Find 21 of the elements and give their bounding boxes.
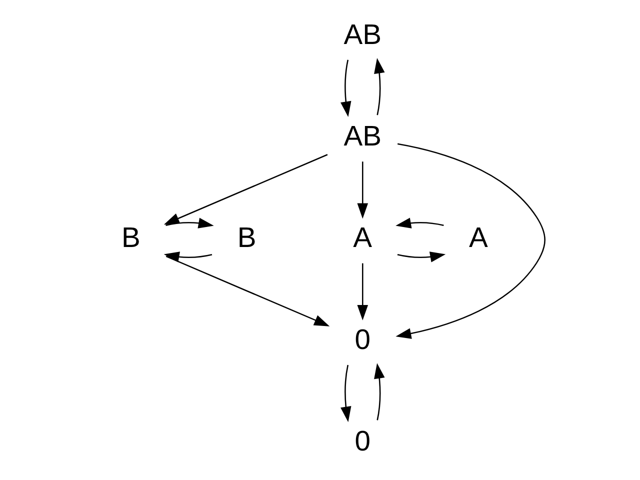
node-text: AB: [343, 120, 382, 153]
arrow: [340, 60, 351, 117]
arrow: [396, 252, 446, 262]
arrow: [374, 58, 384, 116]
node-text: AB: [343, 18, 382, 51]
node-text: 0: [354, 324, 370, 356]
arrow: [374, 363, 384, 420]
arrow: [165, 256, 330, 326]
arrow: [395, 218, 444, 228]
node-text: A: [468, 222, 488, 254]
node-text: 0: [354, 426, 370, 458]
node-text: A: [352, 222, 372, 254]
arrow: [163, 252, 212, 262]
node-text: B: [120, 222, 140, 254]
arrow: [356, 263, 368, 320]
node-text: B: [236, 222, 256, 254]
arrow: [163, 154, 328, 225]
arrow: [165, 218, 214, 228]
arrow: [395, 143, 545, 339]
arrow: [356, 162, 368, 219]
arrow: [340, 364, 351, 422]
